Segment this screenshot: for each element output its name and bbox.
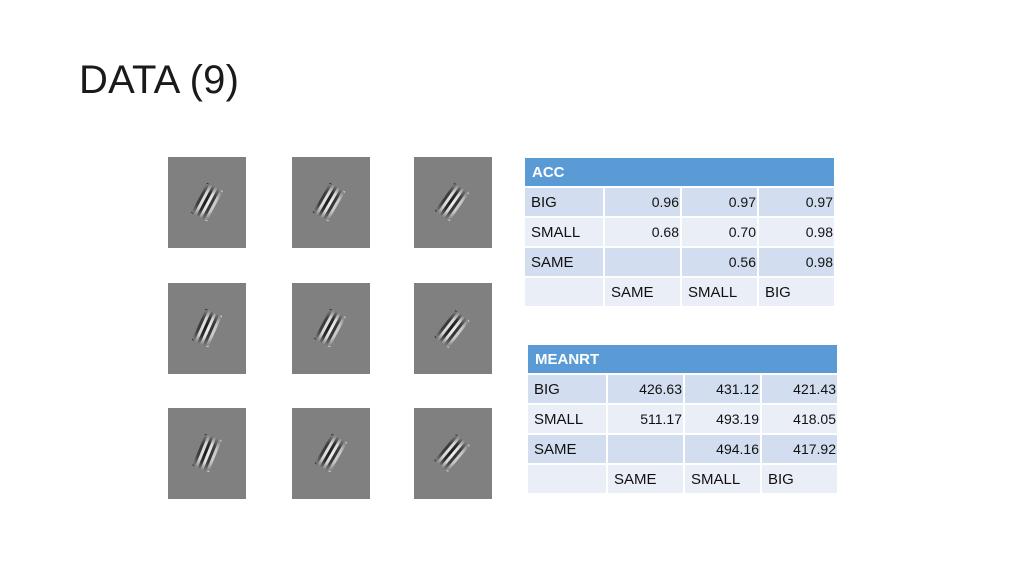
table-footer-row: SAME SMALL BIG [528,465,837,493]
table-footer-row: SAME SMALL BIG [525,278,834,306]
column-label: SAME [608,465,683,493]
table-row: SAME 0.56 0.98 [525,248,834,276]
acc-table: ACC BIG 0.96 0.97 0.97 SMALL 0.68 0.70 0… [523,156,836,308]
meanrt-table-header: MEANRT [528,345,837,373]
table-cell: 426.63 [608,375,683,403]
table-cell: 0.97 [682,188,757,216]
row-label: BIG [528,375,606,403]
table-cell: 0.70 [682,218,757,246]
table-cell [605,248,680,276]
gabor-stimulus-image [292,283,370,374]
gabor-stimulus-image [292,408,370,499]
table-row: SMALL 0.68 0.70 0.98 [525,218,834,246]
column-label: SAME [605,278,680,306]
table-cell: 0.98 [759,248,834,276]
acc-table-header: ACC [525,158,834,186]
column-label: SMALL [682,278,757,306]
column-label: BIG [759,278,834,306]
row-label: SAME [528,435,606,463]
table-cell: 418.05 [762,405,837,433]
table-cell: 494.16 [685,435,760,463]
table-row: BIG 426.63 431.12 421.43 [528,375,837,403]
row-label: SMALL [528,405,606,433]
gabor-stimulus-image [168,283,246,374]
column-label: SMALL [685,465,760,493]
gabor-stimulus-image [414,408,492,499]
table-cell: 0.68 [605,218,680,246]
table-cell: 0.96 [605,188,680,216]
table-cell [528,465,606,493]
table-cell: 511.17 [608,405,683,433]
table-row: SAME 494.16 417.92 [528,435,837,463]
table-cell [525,278,603,306]
table-row: SMALL 511.17 493.19 418.05 [528,405,837,433]
table-cell: 0.56 [682,248,757,276]
gabor-stimulus-image [414,283,492,374]
gabor-stimulus-image [292,157,370,248]
row-label: BIG [525,188,603,216]
table-cell [608,435,683,463]
table-cell: 417.92 [762,435,837,463]
row-label: SAME [525,248,603,276]
table-row: BIG 0.96 0.97 0.97 [525,188,834,216]
column-label: BIG [762,465,837,493]
meanrt-table: MEANRT BIG 426.63 431.12 421.43 SMALL 51… [526,343,839,495]
table-cell: 0.97 [759,188,834,216]
table-cell: 421.43 [762,375,837,403]
table-cell: 0.98 [759,218,834,246]
table-cell: 493.19 [685,405,760,433]
table-cell: 431.12 [685,375,760,403]
gabor-stimulus-image [168,157,246,248]
gabor-stimulus-image [414,157,492,248]
row-label: SMALL [525,218,603,246]
slide-title: DATA (9) [79,58,240,102]
gabor-stimulus-image [168,408,246,499]
